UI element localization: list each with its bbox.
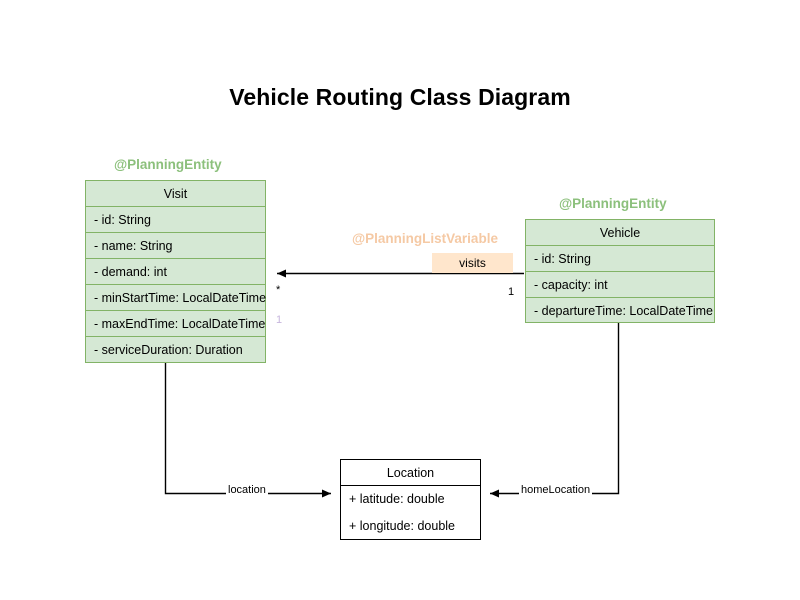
class-attribute: - name: String [86,233,265,259]
class-box-location[interactable]: Location + latitude: double + longitude:… [340,459,481,540]
stereotype-visit: @PlanningEntity [114,157,222,172]
edge-vehicle-home-location [490,323,620,498]
class-attribute: + longitude: double [349,519,455,533]
class-attribute: - maxEndTime: LocalDateTime [86,311,265,337]
class-attribute: - minStartTime: LocalDateTime [86,285,266,311]
class-attribute: - serviceDuration: Duration [94,343,243,357]
class-name-vehicle: Vehicle [526,220,714,246]
edge-visit-location [164,363,331,498]
class-attribute: - capacity: int [526,272,714,298]
class-box-visit[interactable]: Visit - id: String - name: String - dema… [85,180,266,363]
class-attribute: + latitude: double [349,492,445,506]
edge-label-home-location: homeLocation [519,484,593,496]
multiplicity-visit-many: * [276,284,281,296]
stereotype-vehicle: @PlanningEntity [559,196,667,211]
class-name-visit: Visit [86,181,265,207]
class-box-vehicle[interactable]: Vehicle - id: String - capacity: int - d… [525,219,715,323]
edge-label-location: location [226,484,268,496]
page-title: Vehicle Routing Class Diagram [229,84,571,110]
class-attribute: - departureTime: LocalDateTime [534,304,714,318]
class-attribute: - id: String [86,207,265,233]
stereotype-planning-list-variable: @PlanningListVariable [352,231,498,246]
multiplicity-vehicle-one: 1 [508,286,515,298]
class-attribute: - demand: int [86,259,265,285]
multiplicity-visit-one: 1 [276,314,283,326]
class-attribute: - id: String [526,246,714,272]
edge-label-visits: visits [432,253,513,273]
class-name-location: Location [341,460,480,486]
